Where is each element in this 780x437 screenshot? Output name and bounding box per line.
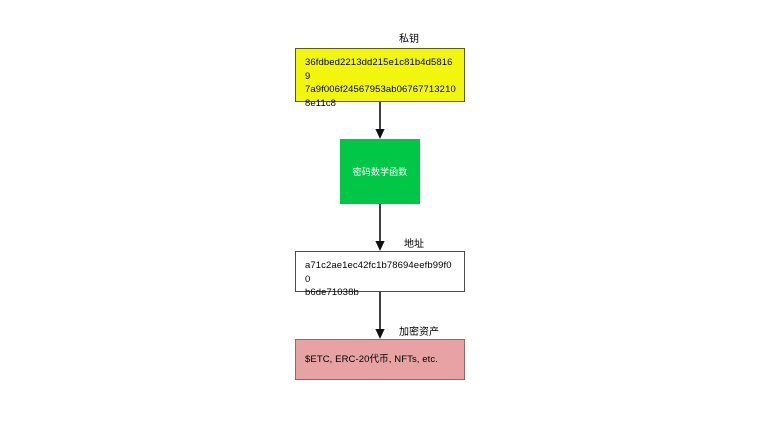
connector-crypto-fn-to-address <box>372 204 388 251</box>
node-crypto-assets-text: $ETC, ERC-20代币, NFTs, etc. <box>305 353 438 365</box>
connector-private-key-to-crypto-fn <box>372 102 388 139</box>
node-label-address: 地址 <box>404 239 424 250</box>
node-address: a71c2ae1ec42fc1b78694eefb99f00 b6de71038… <box>295 251 465 298</box>
down-arrow-icon <box>375 204 385 251</box>
down-arrow-icon <box>375 102 385 139</box>
node-crypto-math-function-text: 密码数学函数 <box>352 166 408 177</box>
connector-address-to-crypto-assets <box>372 292 388 339</box>
node-address-text: a71c2ae1ec42fc1b78694eefb99f00 b6de71038… <box>305 260 452 298</box>
down-arrow-icon <box>375 292 385 339</box>
node-private-key-text: 36fdbed2213dd215e1c81b4d58169 7a9f006f24… <box>305 57 456 109</box>
node-label-private-key: 私钥 <box>399 34 419 45</box>
node-crypto-assets: $ETC, ERC-20代币, NFTs, etc. <box>295 339 465 380</box>
node-label-crypto-assets: 加密资产 <box>399 327 439 338</box>
node-private-key: 36fdbed2213dd215e1c81b4d58169 7a9f006f24… <box>295 48 465 109</box>
node-crypto-math-function: 密码数学函数 <box>340 139 420 204</box>
